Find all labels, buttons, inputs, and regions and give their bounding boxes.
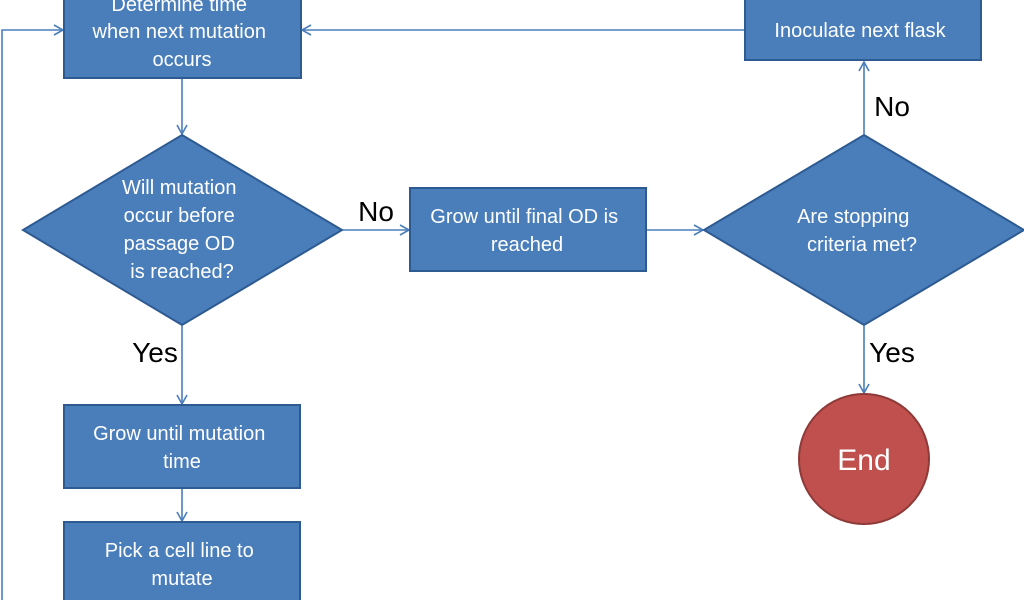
- determine-time-line-3: occurs: [153, 49, 212, 71]
- will-mutation-line-3: passage OD: [124, 233, 235, 255]
- grow-final-line-2: reached: [491, 234, 563, 256]
- grow-mutation-line-2: time: [163, 451, 201, 473]
- svg-text:Grow until mutation time: Grow until mutation time: [93, 423, 271, 473]
- grow-final-line-1: Grow until final OD is: [430, 206, 618, 228]
- svg-text:Inoculate next flask: Inoculate next flask: [774, 20, 946, 42]
- edge-label-no-stopping: No: [874, 91, 910, 122]
- svg-text:Will mutation occur befo: Will mutation occur before passage OD is…: [122, 177, 242, 283]
- svg-text:Grow until final OD is r: Grow until final OD is reached: [430, 206, 623, 256]
- edge-label-yes-stopping: Yes: [869, 337, 915, 368]
- will-mutation-line-1: Will mutation: [122, 177, 236, 199]
- grow-mutation-time-box[interactable]: Grow until mutation time: [63, 404, 301, 489]
- svg-text:Pick a cell line to muta: Pick a cell line to mutate: [105, 540, 260, 590]
- edge-label-yes-mutation: Yes: [132, 337, 178, 368]
- stopping-line-1: Are stopping: [797, 206, 909, 228]
- connectors: [1, 24, 870, 600]
- will-mutation-decision[interactable]: Will mutation occur before passage OD is…: [21, 133, 344, 327]
- stopping-criteria-decision[interactable]: Are stopping criteria met?: [702, 133, 1024, 327]
- determine-time-line-2: when next mutation: [92, 21, 266, 43]
- edge-loop-back-to-determine: [1, 24, 65, 600]
- grow-final-od-box[interactable]: Grow until final OD is reached: [409, 187, 647, 272]
- pick-cell-line-2: mutate: [151, 568, 212, 590]
- svg-text:End: End: [837, 444, 890, 477]
- stopping-line-2: criteria met?: [807, 234, 917, 256]
- svg-text:Determine time when next: Determine time when next mutation occurs: [92, 0, 272, 71]
- svg-text:Are stopping criteria me: Are stopping criteria met?: [797, 206, 917, 256]
- inoculate-line-1: Inoculate next flask: [774, 20, 946, 42]
- end-label: End: [837, 444, 890, 477]
- edge-label-no-mutation: No: [358, 196, 394, 227]
- pick-cell-line-box[interactable]: Pick a cell line to mutate: [63, 521, 301, 600]
- grow-mutation-line-1: Grow until mutation: [93, 423, 265, 445]
- pick-cell-line-1: Pick a cell line to: [105, 540, 254, 562]
- determine-time-line-1: Determine time: [111, 0, 247, 16]
- inoculate-box[interactable]: Inoculate next flask: [744, 0, 982, 61]
- determine-time-box[interactable]: Determine time when next mutation occurs: [63, 0, 302, 79]
- will-mutation-line-4: is reached?: [130, 261, 233, 283]
- will-mutation-line-2: occur before: [124, 205, 235, 227]
- end-terminal[interactable]: End: [798, 393, 930, 525]
